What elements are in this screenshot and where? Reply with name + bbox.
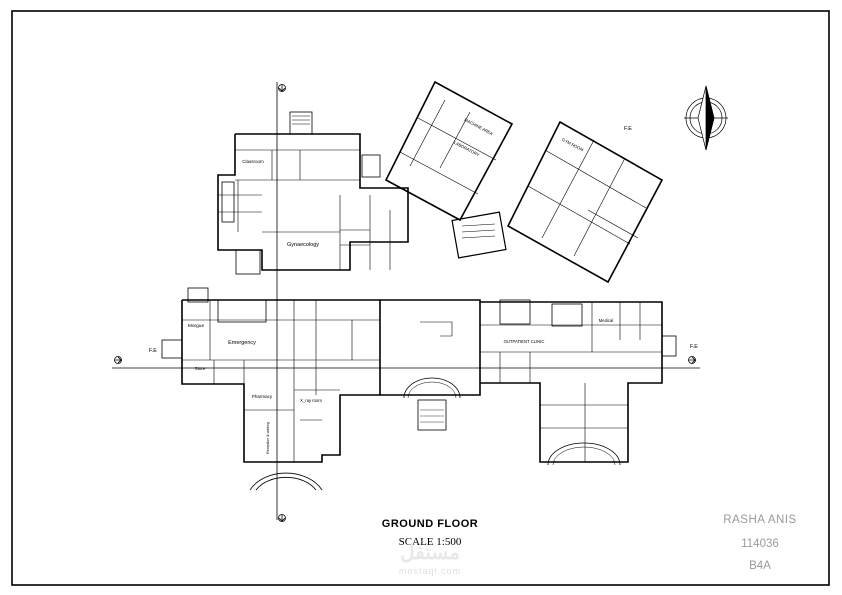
room-label-emergency: Emergency — [228, 340, 256, 346]
room-label-reception: Reception & waiting — [266, 422, 270, 454]
room-label-store: Store — [195, 366, 206, 371]
author-name: RASHA ANIS — [723, 514, 797, 526]
room-label-gynaecology: Gynaecology — [287, 242, 319, 248]
room-label-morgue: Morgue — [188, 323, 205, 329]
room-label-outpatient: OUTPATIENT CLINIC — [504, 339, 545, 344]
section-marker-icon — [114, 84, 696, 522]
room-label-xray: X_ray room — [300, 398, 322, 403]
fire-exit-label-left: F.E — [149, 348, 157, 354]
room-label-medical: Medical — [599, 318, 613, 323]
room-label-classroom: Classroom — [242, 159, 264, 164]
watermark-arabic: مستقل — [400, 542, 460, 564]
plan-scale: SCALE 1:500 — [398, 536, 462, 548]
main-right-wing — [480, 299, 677, 466]
entrance-lower-left — [249, 472, 323, 491]
fire-exit-label-top: F.E — [624, 126, 632, 132]
upper-left-wing — [217, 111, 409, 275]
plan-title: GROUND FLOOR — [381, 518, 479, 530]
laboratory-wing — [384, 80, 514, 259]
drawing-frame — [11, 10, 830, 586]
physiotherapy-wing — [506, 120, 664, 284]
author-group: B4A — [749, 560, 771, 572]
watermark-latin: mostaql.com — [398, 566, 462, 576]
room-label-gym-room: GYM ROOM — [561, 137, 585, 153]
room-label-pharmacy: Pharmacy — [252, 394, 273, 399]
north-arrow-icon — [684, 85, 728, 151]
room-label-laboratory: LABORATORY — [453, 140, 480, 158]
room-label-machine-area: MACHINE AREA — [464, 117, 494, 136]
main-left-wing — [161, 287, 381, 463]
fire-exit-label-right: F.E — [690, 344, 698, 350]
author-id: 114036 — [741, 538, 779, 550]
central-hall — [380, 299, 481, 431]
